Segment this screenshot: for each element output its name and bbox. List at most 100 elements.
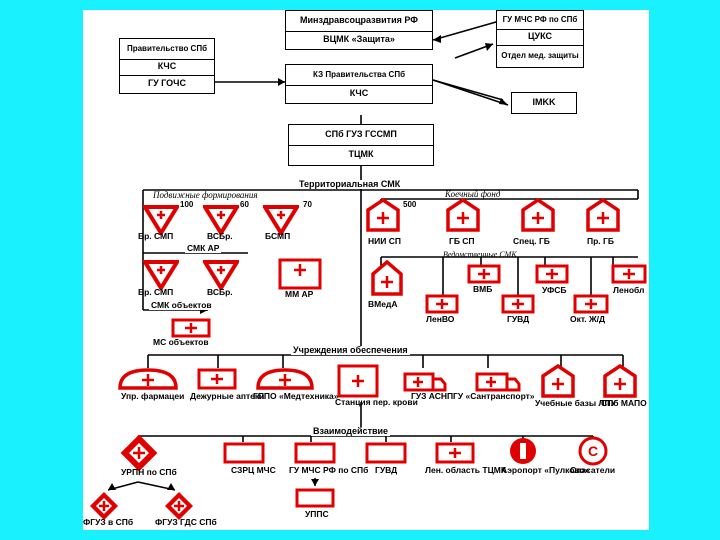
kz-box: КЗ Правительства СПб КЧС [285,64,433,104]
ufsb-icon [535,264,569,284]
unit-label-smp: Бр. СМП [138,231,174,241]
hospital-label-spec: Спец. ГБ [513,236,550,246]
mapo-icon [603,364,637,398]
gochs-label: ГУ ГОЧС [147,78,186,89]
lenvo-icon [425,294,459,314]
tsuks-label: ЦУКС [497,29,583,46]
guvd-vedom-icon [501,294,535,314]
rescuers-icon: C [578,436,608,466]
pulkovo-icon [510,438,536,464]
interaction-label-lenobl: Лен. область ТЦМК [425,465,507,475]
count-500: 500 [403,200,417,209]
interaction-label-szrc: СЗРЦ МЧС [231,465,276,475]
fguz-gds-icon [165,492,193,520]
ufsb-label: УФСБ [542,285,567,295]
vmeda-label: ВМедА [368,299,398,309]
szrc-icon [223,442,265,464]
supply-label-bazy: Учебные базы ЛПУ [535,398,616,408]
ar-label-mm: ММ АР [285,289,314,299]
pr-gb-icon [586,198,620,232]
koechny-label: Коечный фонд [445,189,501,199]
tcmk-label: ТЦМК [348,149,374,160]
supply-label-upr: Упр. фармацеи [121,391,185,401]
mm-ar-icon [278,258,322,290]
vcmk-label: ВЦМК «Защита» [323,34,395,45]
asnp-truck-icon [403,372,447,392]
territorial-title: Территориальная СМК [297,179,403,190]
vedomstvennye-label: Ведомственные СМК [443,250,517,259]
supply-title: Учреждения обеспечения [291,345,410,356]
podvizhnye-label: Подвижные формирования [153,190,258,200]
ms-objects-icon [171,318,211,338]
mchs-gu-label: ГУ МЧС РФ по СПб [497,11,583,30]
gu-mchs-icon [294,442,336,464]
tcmk-box: СПб ГУЗ ГССМП ТЦМК [288,124,434,166]
mchs-box: ГУ МЧС РФ по СПб ЦУКС Отдел мед. защиты [496,10,584,68]
interaction-label-pulkovo: Аэропорт «Пулково» [501,465,590,475]
count-70: 70 [303,200,312,209]
imkk-label: IMKK [532,97,556,108]
uchebnye-bazy-icon [541,364,575,398]
fguz-spb-label: ФГУЗ в СПб [83,517,134,527]
vmeda-icon [371,260,403,296]
lenobl-label: Ленобл [613,285,645,295]
ar-label-smp: Бр. СМП [138,287,174,297]
fguz-spb-icon [90,492,118,520]
vmb-icon [467,264,501,284]
ms-objects-label: МС объектов [153,337,209,347]
guvd-icon [365,442,407,464]
interaction-label-rescuers: Спасатели [570,465,616,475]
len-oblast-icon [435,442,475,464]
upr-farm-icon [118,368,178,390]
urpn-diamond-icon [120,434,158,472]
government-box: Правительство СПб КЧС ГУ ГОЧС [119,38,215,94]
count-60: 60 [240,200,249,209]
unit-label-vsbr: ВСБр. [207,231,233,241]
unit-label-bsmp: БСМП [265,231,291,241]
supply-label-apteki: Дежурные аптеки [190,391,265,401]
kz-label: КЗ Правительства СПб [286,65,432,86]
interaction-label-guvd: ГУВД [375,465,398,475]
gssmp-label: СПб ГУЗ ГССМП [289,125,433,146]
upps-label: УППС [305,509,329,519]
count-100: 100 [180,200,194,209]
supply-label-asnp: ГУЗ АСНП [411,391,454,401]
hospital-label-gbsp: ГБ СП [449,236,475,246]
supply-label-mapo: СПб МАПО [601,398,647,408]
lenvo-label: ЛенВО [426,314,455,324]
smk-ar-label: СМК АР [185,243,222,253]
brigade-smp-icon [143,205,179,235]
kchs-gov-label: КЧС [120,59,214,76]
supply-label-blood: Станция пер. крови [335,397,418,407]
upps-icon [295,488,335,508]
medtehnika-icon [256,368,314,390]
vsbr-icon [203,205,239,235]
smk-objects-label: СМК объектов [149,300,214,310]
guvd-vedom-label: ГУВД [507,314,530,324]
svg-text:C: C [588,443,598,459]
nii-sp-icon [366,198,400,232]
bsmp-icon [263,205,299,235]
spec-gb-icon [521,198,555,232]
okt-zd-label: Окт. Ж/Д [570,314,606,324]
dezh-apteki-icon [197,368,237,390]
interaction-title: Взаимодействие [311,426,391,437]
interaction-label-urpn: УРПН по СПб [121,467,177,477]
ar-label-vsbr: ВСБр. [207,287,233,297]
supply-label-santr: ГУ «Сантранспорт» [453,391,535,401]
gb-sp-icon [446,198,480,232]
supply-label-medteh: ГППО «Медтехника» [253,391,339,401]
ar-vsbr-icon [203,260,239,290]
imkk-box: IMKK [511,92,577,114]
ministry-label: Минздравсоцразвития РФ [286,11,432,32]
interaction-label-mchs: ГУ МЧС РФ по СПб [289,465,369,475]
diagram-canvas: Минздравсоцразвития РФ ВЦМК «Защита» ГУ … [83,10,649,530]
ar-brigade-icon [143,260,179,290]
vmb-label: ВМБ [473,284,493,294]
kchs-kz-label: КЧС [349,88,369,99]
okt-zd-icon [573,294,609,314]
blood-station-icon [337,364,379,398]
ministry-box: Минздравсоцразвития РФ ВЦМК «Защита» [285,10,433,50]
fguz-gds-label: ФГУЗ ГДС СПб [155,517,217,527]
hospital-label-nii: НИИ СП [368,236,401,246]
